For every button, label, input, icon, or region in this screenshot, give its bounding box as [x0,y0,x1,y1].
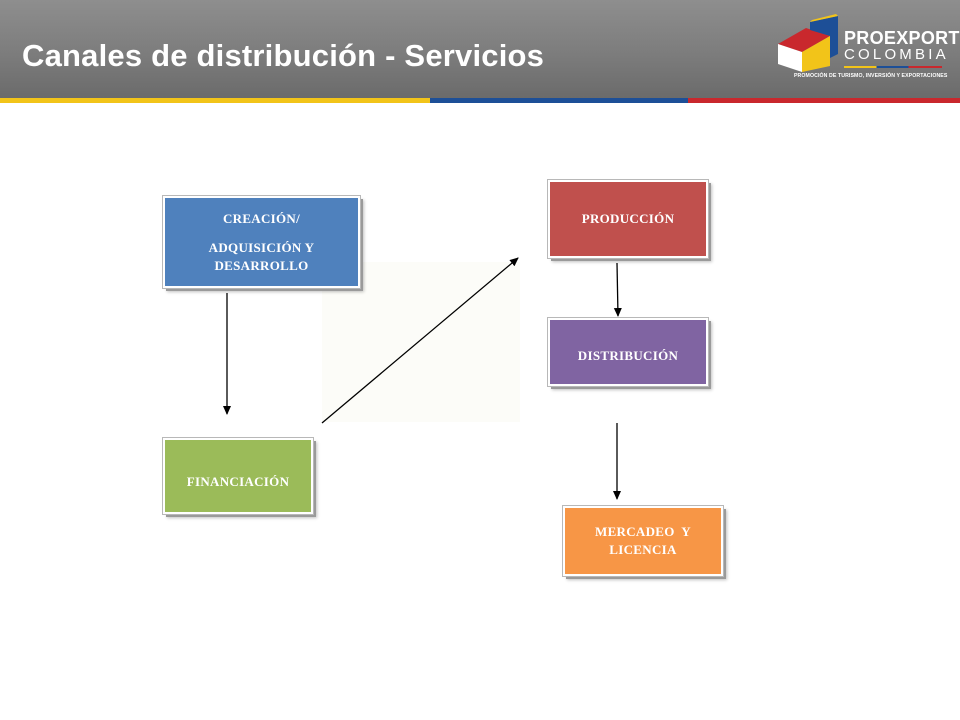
logo-name-line1: PROEXPORT [844,28,960,48]
node-creacion-line1: CREACIÓN/ [222,210,301,226]
node-creacion: CREACIÓN/ ADQUISICIÓN Y DESARROLLO [163,196,360,288]
node-creacion-line2: ADQUISICIÓN Y [208,240,315,256]
logo-tagline: PROMOCIÓN DE TURISMO, INVERSIÓN Y EXPORT… [794,73,948,79]
node-financiacion: FINANCIACIÓN [163,438,313,514]
node-creacion-line3: DESARROLLO [214,257,309,273]
page-title: Canales de distribución - Servicios [22,38,545,73]
edge-financiacion-produccion [321,257,519,424]
node-produccion: PRODUCCIÓN [548,180,708,258]
node-distribucion: DISTRIBUCIÓN [548,318,708,386]
node-mercadeo: MERCADEO Y LICENCIA [563,506,723,576]
header-bar: Canales de distribución - Servicios PROE… [0,0,960,100]
node-produccion-label: PRODUCCIÓN [581,211,675,227]
house-logo-icon [778,14,838,72]
node-financiacion-label: FINANCIACIÓN [186,474,290,490]
node-mercadeo-line2: LICENCIA [609,542,677,557]
edge-produccion-distribucion [613,262,622,317]
stripe-yellow [0,98,430,103]
logo-tricolor-line [844,66,942,68]
logo-name-line2: COLOMBIA [844,46,949,63]
node-mercadeo-line1: MERCADEO Y [595,524,691,540]
proexport-logo: PROEXPORT COLOMBIA PROMOCIÓN DE TURISMO,… [772,14,959,86]
stripe-red [688,98,960,103]
stripe-blue [430,98,688,103]
node-distribucion-label: DISTRIBUCIÓN [577,348,679,364]
